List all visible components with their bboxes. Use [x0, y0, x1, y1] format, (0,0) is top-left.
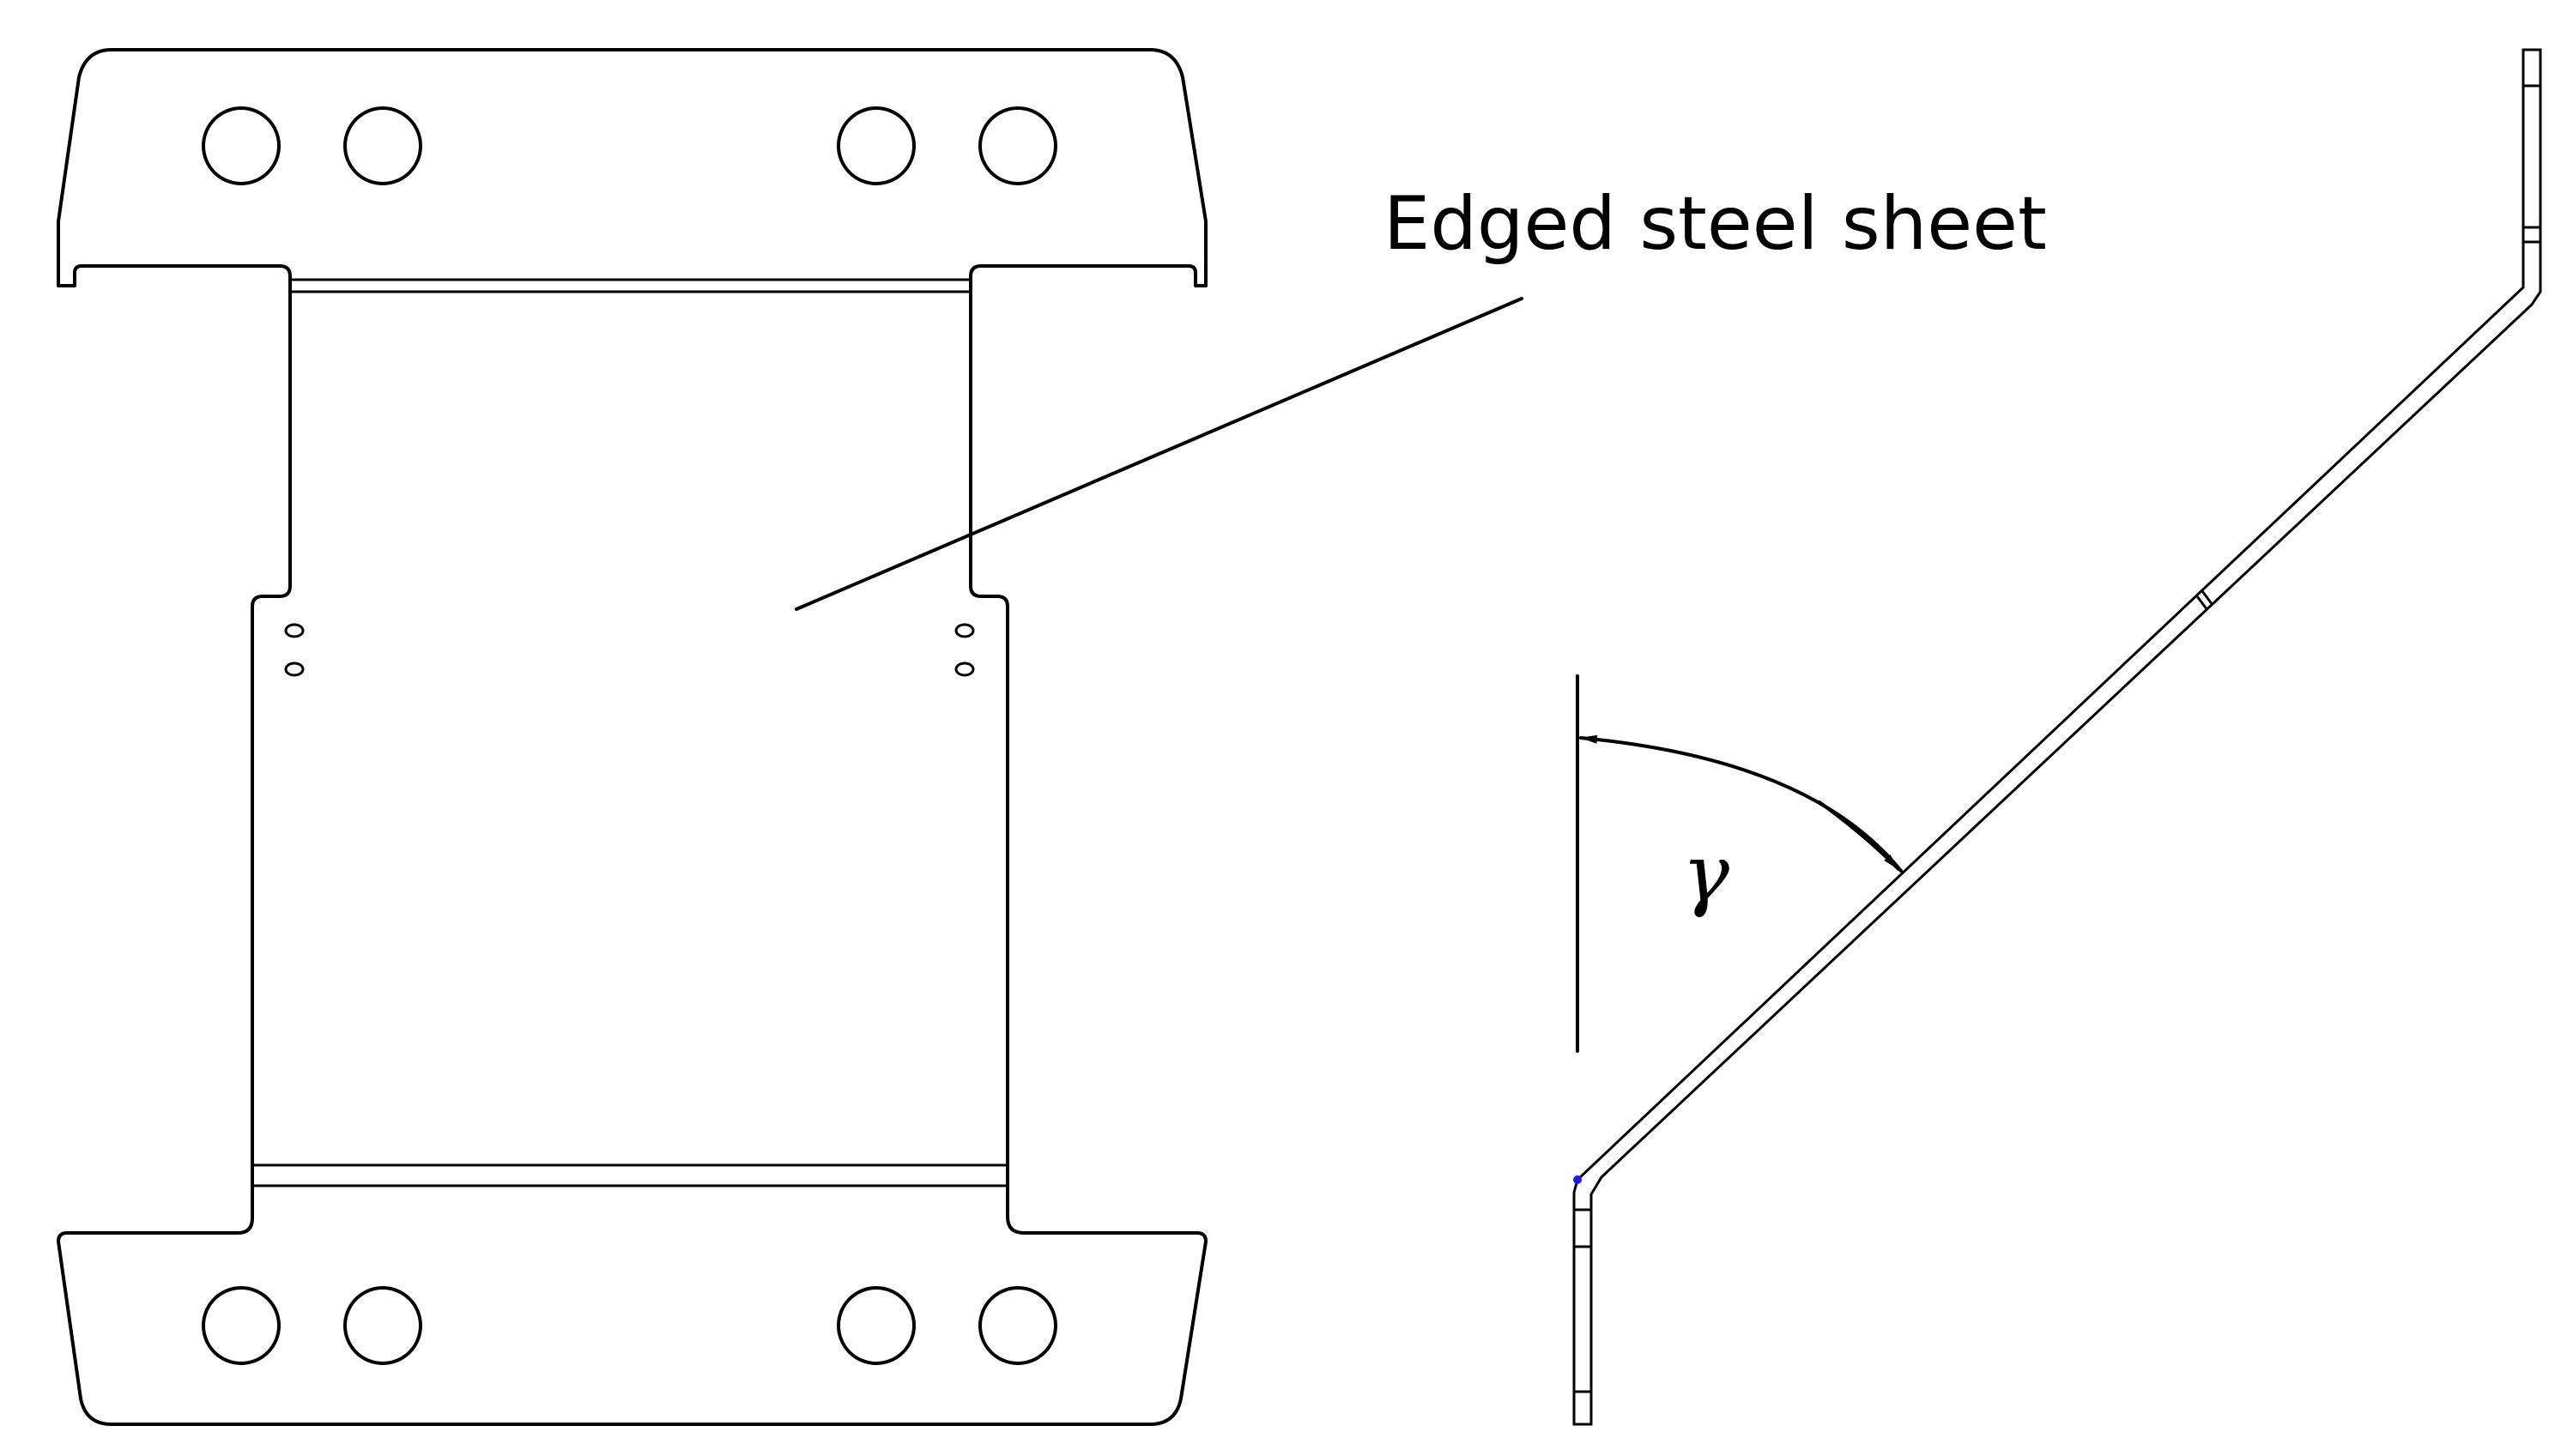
mounting-hole	[343, 1286, 422, 1365]
mounting-hole	[343, 106, 422, 185]
angle-label: γ	[1682, 828, 1730, 920]
profile-tick	[2195, 595, 2209, 611]
mounting-hole	[978, 106, 1057, 185]
profile-tick	[2201, 590, 2214, 606]
point-marker	[1573, 1175, 1582, 1184]
mounting-hole	[202, 106, 281, 185]
leader-line	[795, 297, 1523, 611]
mounting-hole	[978, 1286, 1057, 1365]
mounting-hole	[837, 106, 916, 185]
mounting-hole	[837, 1286, 916, 1365]
angle-arc-end	[1818, 800, 1900, 871]
angle-arc	[1579, 734, 1903, 873]
small-hole	[284, 623, 305, 638]
sheet-outline	[57, 48, 1208, 1426]
small-hole	[284, 662, 305, 677]
material-label: Edged steel sheet	[1383, 181, 2047, 267]
small-hole	[954, 662, 975, 677]
small-hole	[954, 623, 975, 638]
side-profile-view: γ	[1572, 48, 2542, 1426]
mounting-hole	[202, 1286, 281, 1365]
flat-sheet-view	[57, 48, 1208, 1426]
